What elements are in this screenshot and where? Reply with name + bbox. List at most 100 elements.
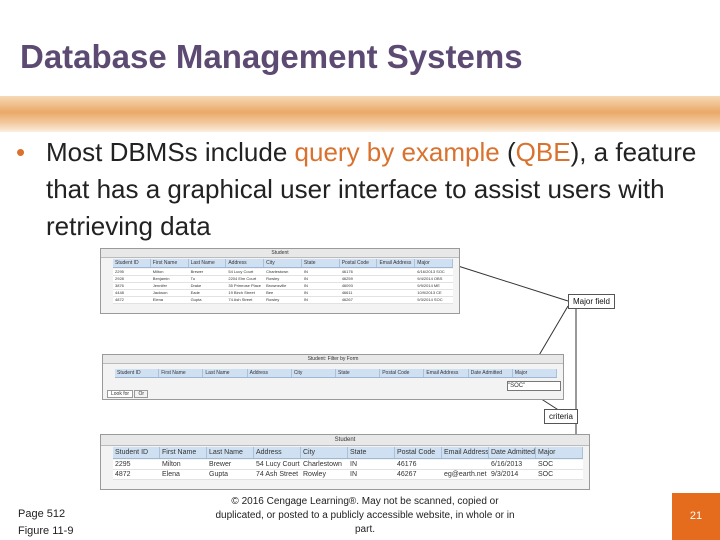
- column-header[interactable]: First Name: [160, 447, 207, 458]
- column-header[interactable]: First Name: [151, 259, 189, 267]
- column-header[interactable]: Address: [248, 369, 292, 377]
- table-cell: [442, 460, 489, 469]
- major-criteria-input[interactable]: "SOC": [507, 381, 561, 391]
- look-for-tab[interactable]: Look for: [107, 390, 134, 398]
- title-divider-band: [0, 96, 720, 132]
- window-title: Student: Filter by Form: [103, 355, 563, 364]
- table-cell: Charlestown: [303, 461, 342, 468]
- table-cell: 35 Primrose Place: [228, 283, 262, 288]
- table-cell: Elena: [152, 297, 164, 302]
- table-cell: SOC: [538, 471, 554, 478]
- slide-title: Database Management Systems: [20, 38, 523, 75]
- table-cell: Gupta: [209, 471, 229, 478]
- table-cell: IN: [303, 276, 308, 281]
- table-cell: 6/16/2013: [491, 461, 523, 468]
- table-cell: IN: [303, 269, 308, 274]
- table-cell: Milton: [162, 461, 181, 468]
- table-cell: 46176: [397, 461, 417, 468]
- column-header[interactable]: Major: [513, 369, 558, 377]
- column-header[interactable]: First Name: [159, 369, 204, 377]
- column-header[interactable]: Email Address: [377, 259, 416, 267]
- table-cell: 2204 Elm Court: [228, 276, 257, 281]
- copyright-notice: © 2016 Cengage Learning®. May not be sca…: [215, 496, 515, 535]
- table-cell: 46176: [341, 269, 353, 274]
- column-header[interactable]: State: [348, 447, 395, 458]
- column-header[interactable]: Student ID: [113, 259, 151, 267]
- bullet-point: • Most DBMSs include query by example (Q…: [16, 134, 706, 245]
- table-cell: Drake: [190, 283, 202, 288]
- table-cell: Elena: [162, 471, 180, 478]
- figure-reference: Figure 11-9: [18, 525, 74, 537]
- table-cell: 2928: [115, 276, 124, 281]
- table-cell: Brewer: [190, 269, 204, 274]
- column-header[interactable]: Postal Code: [380, 369, 425, 377]
- table-cell: SOC: [538, 461, 554, 468]
- table-cell: [377, 269, 415, 275]
- column-header[interactable]: Last Name: [207, 447, 254, 458]
- criteria-callout: criteria: [544, 409, 579, 424]
- column-header[interactable]: City: [292, 369, 337, 377]
- table-cell: [377, 276, 415, 282]
- table-cell: Rowley: [266, 276, 280, 281]
- table-cell: 10/9/2013 CE: [417, 290, 442, 295]
- column-header[interactable]: State: [336, 369, 381, 377]
- table-cell: 9/4/2014 OBS: [417, 276, 443, 281]
- column-header[interactable]: Address: [226, 259, 265, 267]
- bullet-text-part: (: [499, 137, 516, 167]
- column-header[interactable]: Date Admitted: [469, 369, 513, 377]
- footer-references: Page 512 Figure 11-9: [18, 506, 73, 540]
- table-cell: 46093: [341, 283, 353, 288]
- table-cell: 54 Lucy Court: [228, 269, 254, 274]
- column-header[interactable]: City: [264, 259, 302, 267]
- bullet-text-part: ), a feature that has a graphical user i…: [46, 137, 697, 241]
- column-header[interactable]: State: [302, 259, 340, 267]
- term-query-by-example: query by example: [294, 137, 500, 167]
- filter-by-form-window: Student: Filter by Form "SOC" Look for O…: [102, 354, 564, 400]
- table-cell: Rowley: [266, 297, 280, 302]
- column-header[interactable]: Email Address: [444, 447, 489, 458]
- column-header[interactable]: Student ID: [113, 447, 160, 458]
- table-cell: IN: [350, 461, 357, 468]
- column-header[interactable]: Major: [415, 259, 454, 267]
- column-header[interactable]: Date Admitted: [491, 447, 536, 458]
- table-cell: Brewer: [209, 461, 232, 468]
- column-header[interactable]: Student ID: [115, 369, 160, 377]
- column-header[interactable]: Last Name: [189, 259, 227, 267]
- table-cell: 74 Ash Street: [256, 471, 299, 478]
- table-cell: 46267: [341, 297, 353, 302]
- table-cell: Bee: [266, 290, 274, 295]
- column-header[interactable]: Postal Code: [395, 447, 442, 458]
- bullet-icon: •: [16, 137, 26, 167]
- major-field-callout: Major field: [568, 294, 615, 309]
- table-cell: [377, 283, 415, 289]
- table-cell: eg@earth.net: [444, 471, 487, 478]
- column-header[interactable]: Email Address: [424, 369, 469, 377]
- column-header[interactable]: Last Name: [203, 369, 248, 377]
- table-cell: 54 Lucy Court: [256, 461, 300, 468]
- table-cell: 19 Birch Street: [228, 290, 255, 295]
- or-tab[interactable]: Or: [134, 390, 149, 398]
- table-cell: 46259: [341, 276, 353, 281]
- table-cell: 9/3/2014 SOC: [417, 297, 443, 302]
- column-header[interactable]: City: [301, 447, 348, 458]
- slide-number: 21: [672, 493, 720, 540]
- table-cell: 2295: [115, 269, 124, 274]
- table-cell: 2295: [115, 461, 131, 468]
- column-header[interactable]: Postal Code: [340, 259, 378, 267]
- bullet-text: Most DBMSs include query by example (QBE…: [46, 134, 706, 245]
- column-header[interactable]: Address: [254, 447, 301, 458]
- column-header[interactable]: Major: [536, 447, 583, 458]
- table-cell: IN: [303, 283, 308, 288]
- window-title: Student: [101, 435, 589, 446]
- table-cell: Benjamin: [152, 276, 170, 281]
